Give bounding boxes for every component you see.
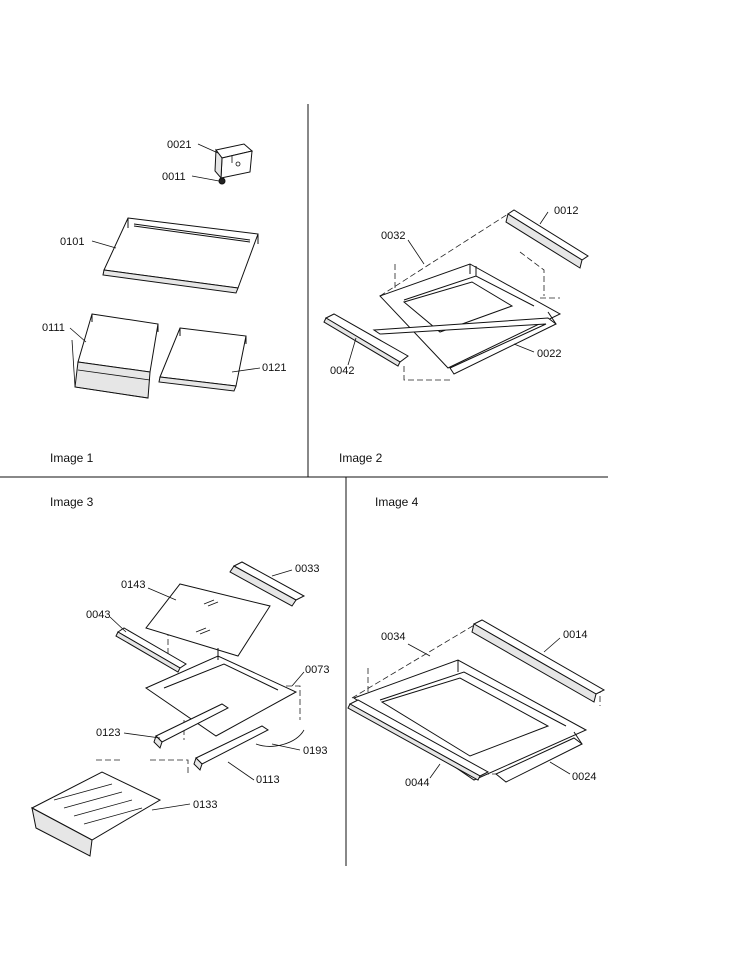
callout-0021: 0021 [167,139,191,151]
callout-0043: 0043 [86,609,110,621]
part-0044-front-trim [347,699,490,781]
part-0022-side-rail [372,311,557,375]
part-0121-crisper-cover [158,327,247,392]
callout-0193: 0193 [303,745,327,757]
part-0014-rear-rail [471,619,606,703]
callout-0113: 0113 [256,774,280,786]
part-0034-shelf-frame [352,659,588,781]
part-0143-glass-panel [145,583,271,657]
part-0024-side-rail [495,731,583,783]
panel-caption-image-1: Image 1 [50,451,94,465]
callout-0121: 0121 [262,362,286,374]
callout-0073: 0073 [305,664,329,676]
callout-0012: 0012 [554,205,578,217]
image-4-parts: 0034 0014 0044 0024 [347,619,606,789]
callout-0042: 0042 [330,365,354,377]
callout-0011: 0011 [162,171,186,183]
callout-0101: 0101 [60,236,84,248]
image-1-parts: 0021 0011 0101 0111 0121 [42,139,286,399]
image-2-parts: 0012 0032 0042 0022 [323,205,589,381]
part-0032-shelf-frame [379,263,562,369]
part-0113-slide-rail [193,725,269,771]
part-0021-bracket [214,143,254,180]
part-0193-bracket [255,729,305,747]
callout-0033: 0033 [295,563,319,575]
panel-caption-image-4: Image 4 [375,495,419,509]
callout-0022: 0022 [537,348,561,360]
part-0033-rear-rail [229,561,306,607]
panel-caption-image-3: Image 3 [50,495,94,509]
callout-0111: 0111 [42,322,65,334]
part-0012-rear-rail [505,209,589,269]
callout-0133: 0133 [193,799,217,811]
callout-0143: 0143 [121,579,145,591]
callout-0034: 0034 [381,631,405,643]
part-0123-slide-rail [153,703,229,749]
callout-0014: 0014 [563,629,587,641]
callout-0024: 0024 [572,771,596,783]
part-0011-screw [218,177,226,185]
callout-0123: 0123 [96,727,120,739]
part-0111-crisper [71,313,159,399]
callout-0044: 0044 [405,777,429,789]
panel-dividers [0,104,608,866]
callout-0032: 0032 [381,230,405,242]
part-0043-front-trim [115,627,187,673]
image-3-parts: 0033 0143 0043 0073 0123 0193 0113 0133 [30,561,329,857]
panel-caption-image-2: Image 2 [339,451,383,465]
part-0101-shelf [102,217,259,294]
part-0133-drawer [30,771,162,857]
part-0042-front-trim [323,313,409,367]
